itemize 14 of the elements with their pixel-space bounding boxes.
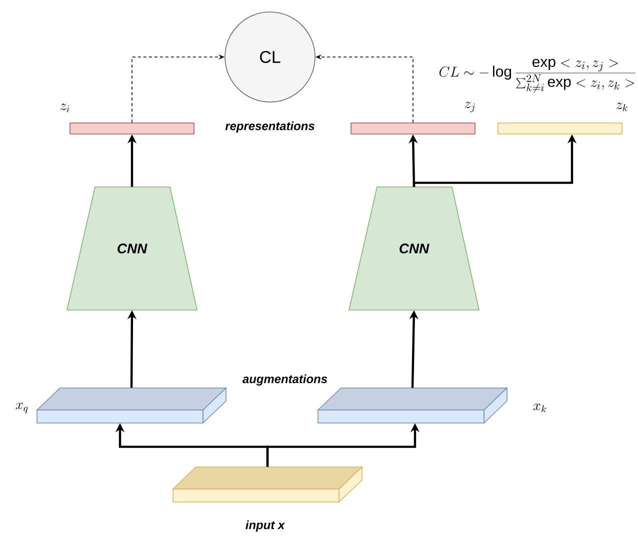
node-label: $z_k$ [616, 102, 628, 112]
encoder-trapezoid: CNN [66, 186, 198, 310]
representation-bar: $z_i$ [60, 104, 194, 134]
node-label: $x_k$ [533, 404, 546, 412]
node-label: $x_q$ [16, 402, 28, 414]
formula: $CL \sim -\log \frac{\exp < z_i, z_j >}{\sum_{k\neq i}^{2N} \exp < z_i, z_k >}$ [439, 58, 636, 94]
representation-bar: $z_k$ [498, 102, 628, 134]
label-text: augmentations [242, 374, 328, 386]
label-text: representations [225, 121, 314, 133]
encoder-trapezoid: CNN [348, 186, 480, 310]
node-label: $z_j$ [464, 102, 475, 112]
node-label: $z_i$ [60, 104, 70, 112]
representation-bar: $z_j$ [350, 102, 476, 134]
node-label: input x [246, 520, 285, 532]
